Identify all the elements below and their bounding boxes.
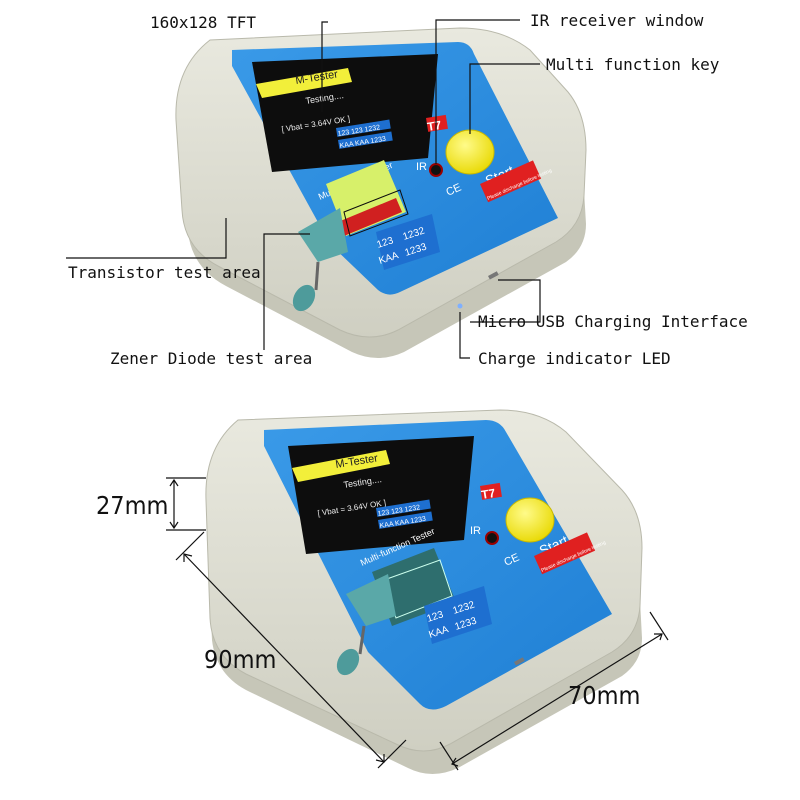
tft-screen-bottom: M-Tester Testing.... [ Vbat = 3.64V OK ]… [288,436,474,554]
usb-port [488,271,499,280]
charge-led [457,303,463,309]
warning-badge [479,160,542,203]
dimension-height: 27mm [96,491,168,520]
model-label-bottom: T7 [480,486,496,502]
callout-transistor-area: Transistor test area [68,263,261,282]
callout-ir-window: IR receiver window [530,11,704,30]
model-label: T7 [426,118,442,134]
zif-socket-top [288,160,409,315]
ir-label: IR [416,161,427,173]
device-top: M-Tester Testing.... [ Vbat = 3.64V OK ]… [175,27,587,358]
ir-receiver-window [429,163,443,177]
callout-tft: 160x128 TFT [150,13,256,32]
ir-receiver-window-bottom [485,531,499,545]
dimension-width: 70mm [568,681,640,710]
socket-code1: 123 [376,235,396,251]
model-badge [425,114,448,132]
model-badge-bottom [480,482,502,500]
device-bottom: M-Tester Testing.... [ Vbat = 3.64V OK ]… [205,409,643,774]
callout-zener-area: Zener Diode test area [110,349,312,368]
ir-label-bottom: IR [470,525,481,537]
callout-multi-key: Multi function key [546,55,720,74]
socket-lever-top[interactable] [288,281,319,315]
ce-mark-bottom: CE [502,552,521,569]
dimension-length: 90mm [204,645,276,674]
tft-screen: M-Tester Testing.... [ Vbat = 3.64V OK ]… [252,54,438,172]
callout-usb: Micro USB Charging Interface [478,312,748,331]
case-side [176,120,586,358]
socket-code1-bottom: 123 [426,609,446,625]
multi-function-key[interactable] [445,129,495,175]
usb-port-bottom [514,657,525,666]
multi-function-key-bottom[interactable] [505,497,555,543]
warning-badge-bottom [534,532,596,575]
dimension-lines [166,477,669,771]
callout-lines [66,19,541,359]
socket-lever-bottom[interactable] [332,645,363,679]
case-side-bottom [206,520,642,774]
ce-mark: CE [444,182,463,199]
callout-charge-led: Charge indicator LED [478,349,671,368]
